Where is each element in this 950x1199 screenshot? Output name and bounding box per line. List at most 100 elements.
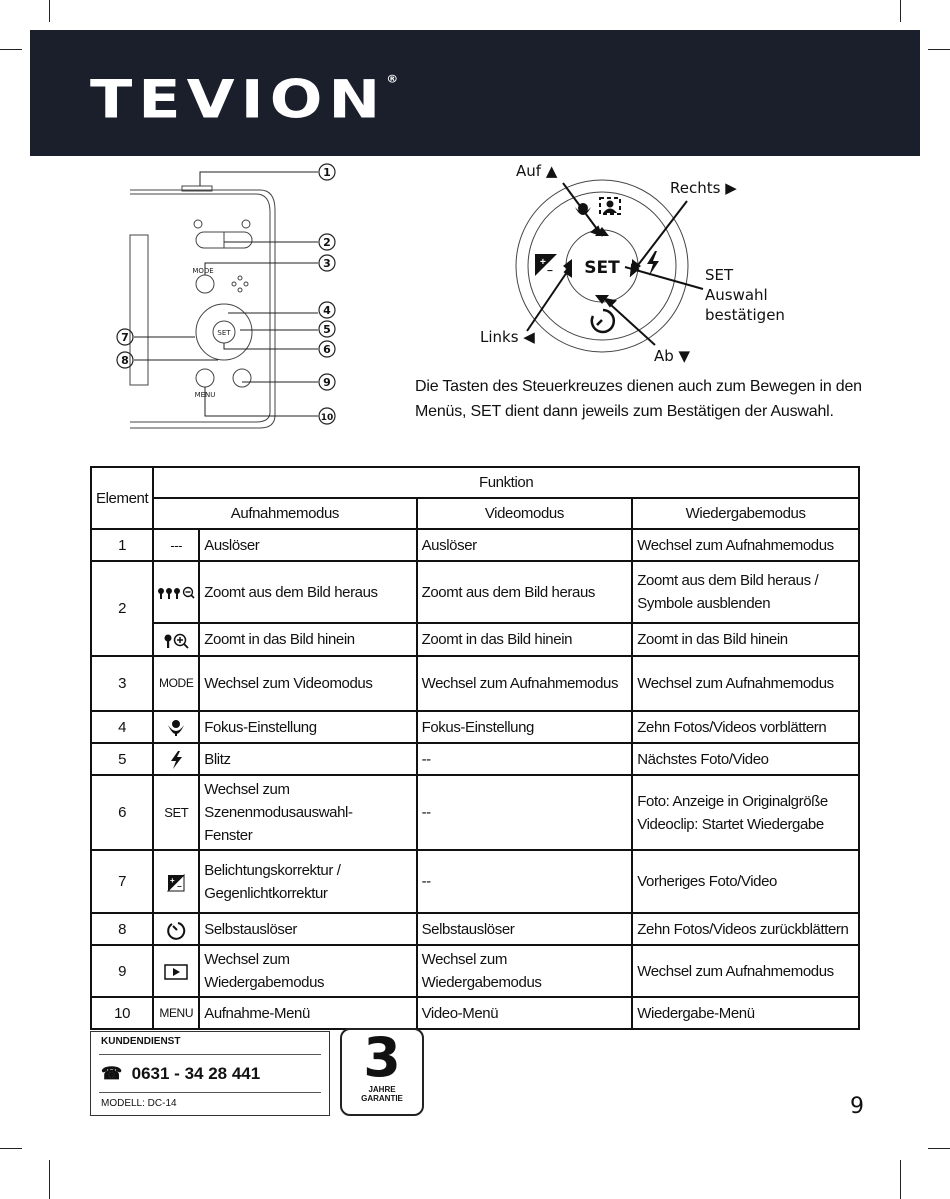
cell-video: Fokus-Einstellung bbox=[415, 710, 634, 744]
cell-aufnahme: Belichtungskorrektur / Gegenlichtkorrekt… bbox=[198, 849, 418, 914]
crop-mark bbox=[900, 1160, 901, 1199]
table-row: 1 --- Auslöser Auslöser Wechsel zum Aufn… bbox=[89, 528, 860, 562]
table-row: 3 MODE Wechsel zum Videomodus Wechsel zu… bbox=[89, 655, 860, 712]
cell-video: Video-Menü bbox=[415, 996, 634, 1030]
dpad-right-label: Rechts ▶ bbox=[670, 179, 737, 197]
cell-wiedergabe: Zehn Fotos/Videos zurückblättern bbox=[631, 912, 860, 946]
phone-number: 0631 - 34 28 441 bbox=[131, 1064, 261, 1083]
callout-10: 10 bbox=[321, 413, 334, 423]
element-number: 3 bbox=[89, 655, 155, 712]
table-row: 5 Blitz -- Nächstes Foto/Video bbox=[89, 742, 860, 776]
brand-logo: TEVION® bbox=[90, 68, 398, 130]
element-symbol bbox=[152, 710, 201, 744]
element-number: 9 bbox=[89, 944, 155, 998]
set-note: SET Auswahl bestätigen bbox=[705, 265, 785, 325]
cell-wiedergabe: Wechsel zum Aufnahmemodus bbox=[631, 655, 860, 712]
page-number: 9 bbox=[850, 1094, 864, 1119]
element-symbol bbox=[152, 944, 201, 998]
set-note-line: Auswahl bbox=[705, 286, 768, 304]
element-number: 7 bbox=[89, 849, 155, 914]
cell-wiedergabe: Nächstes Foto/Video bbox=[631, 742, 860, 776]
crop-mark bbox=[928, 1148, 950, 1149]
exposure-icon: + − bbox=[535, 254, 557, 277]
telephone-icon: ☎ bbox=[101, 1064, 123, 1083]
table-row: 2 Zoomt aus dem Bild heraus Zoomt aus de… bbox=[89, 560, 860, 657]
element-number: 10 bbox=[89, 996, 155, 1030]
header-element: Element bbox=[89, 466, 155, 530]
flash-icon bbox=[647, 251, 659, 276]
zoom-out-icon bbox=[158, 586, 195, 600]
svg-text:−: − bbox=[177, 882, 182, 891]
cell-wiedergabe: Zoomt aus dem Bild heraus / Symbole ausb… bbox=[631, 560, 860, 624]
dpad-up-label: Auf ▲ bbox=[516, 162, 558, 180]
cell-wiedergabe: Wiedergabe-Menü bbox=[631, 996, 860, 1030]
warranty-line: JAHRE bbox=[368, 1085, 396, 1094]
cell-wiedergabe: Wechsel zum Aufnahmemodus bbox=[631, 528, 860, 562]
cell-wiedergabe: Zoomt in das Bild hinein bbox=[631, 622, 860, 657]
cell-wiedergabe: Wechsel zum Aufnahmemodus bbox=[631, 944, 860, 998]
model-number: MODELL: DC-14 bbox=[101, 1098, 177, 1109]
cell-wiedergabe: Vorheriges Foto/Video bbox=[631, 849, 860, 914]
zoom-in-icon bbox=[164, 633, 189, 649]
cell-aufnahme: Aufnahme-Menü bbox=[198, 996, 418, 1030]
camera-set-label: SET bbox=[217, 329, 231, 337]
cell-text: Foto: Anzeige in Originalgröße Videoclip… bbox=[637, 792, 828, 833]
cell-aufnahme: Zoomt in das Bild hinein bbox=[198, 622, 418, 657]
element-symbol bbox=[152, 742, 201, 776]
callout-3: 3 bbox=[323, 257, 331, 270]
camera-mode-label: MODE bbox=[192, 267, 213, 275]
warranty-text: JAHRE GARANTIE bbox=[342, 1085, 422, 1103]
header-funktion: Funktion bbox=[152, 466, 860, 499]
cell-aufnahme: Wechsel zum Szenenmodusauswahl-Fenster bbox=[198, 774, 418, 851]
cell-video: Wechsel zum Wiedergabemodus bbox=[415, 944, 634, 998]
callout-5: 5 bbox=[323, 323, 331, 336]
callout-8: 8 bbox=[121, 354, 129, 367]
table-row: 8 Selbstauslöser Selbstauslöser Zehn Fot… bbox=[89, 912, 860, 946]
dpad-down-label: Ab ▼ bbox=[654, 347, 691, 365]
macro-flower-icon bbox=[168, 720, 185, 737]
svg-text:+: + bbox=[170, 876, 175, 885]
table-row: Zoomt in das Bild hinein Zoomt in das Bi… bbox=[91, 622, 860, 657]
self-timer-icon bbox=[590, 308, 616, 334]
element-symbol: +− bbox=[152, 849, 201, 914]
registered-mark: ® bbox=[386, 73, 399, 85]
callout-9: 9 bbox=[323, 376, 331, 389]
callout-2: 2 bbox=[323, 236, 331, 249]
svg-text:−: − bbox=[547, 266, 553, 277]
element-symbol: MODE bbox=[152, 655, 201, 712]
cell-video: Zoomt aus dem Bild heraus bbox=[415, 560, 634, 624]
crop-mark bbox=[49, 1160, 50, 1199]
cell-wiedergabe: Foto: Anzeige in Originalgröße Videoclip… bbox=[631, 774, 860, 851]
flash-icon bbox=[171, 751, 183, 770]
header-aufnahmemodus: Aufnahmemodus bbox=[152, 497, 418, 530]
cell-video: -- bbox=[415, 774, 634, 851]
dpad-center-label: SET bbox=[584, 258, 620, 278]
dpad-left-label: Links ◀ bbox=[480, 328, 535, 346]
table-row: 7 +− Belichtungskorrektur / Gegenlichtko… bbox=[89, 849, 860, 914]
callout-6: 6 bbox=[323, 343, 331, 356]
playback-icon bbox=[164, 964, 188, 980]
set-note-line: SET bbox=[705, 266, 734, 284]
crop-mark bbox=[49, 0, 50, 22]
customer-service-box: KUNDENDIENST ☎ 0631 - 34 28 441 MODELL: … bbox=[90, 1031, 330, 1116]
cell-video: Auslöser bbox=[415, 528, 634, 562]
element-symbol: --- bbox=[152, 528, 201, 562]
element-symbol bbox=[152, 560, 201, 624]
scene-portrait-icon bbox=[599, 197, 621, 215]
camera-diagram: MODE MENU SET 1 2 3 4 5 6 7 8 9 10 bbox=[116, 163, 336, 429]
svg-text:+: + bbox=[540, 257, 546, 268]
cell-aufnahme: Selbstauslöser bbox=[198, 912, 418, 946]
crop-mark bbox=[928, 49, 950, 50]
cell-wiedergabe: Zehn Fotos/Videos vorblättern bbox=[631, 710, 860, 744]
cell-video: Selbstauslöser bbox=[415, 912, 634, 946]
function-table: Element Funktion Aufnahmemodus Videomodu… bbox=[89, 466, 860, 1030]
cell-text: Wechsel zum Szenenmodusauswahl-Fenster bbox=[204, 781, 353, 844]
header-banner: TEVION® bbox=[30, 30, 920, 156]
exposure-icon: +− bbox=[167, 873, 185, 892]
callout-4: 4 bbox=[323, 304, 331, 317]
dpad-caption: Die Tasten des Steuerkreuzes dienen auch… bbox=[415, 378, 862, 420]
cell-aufnahme: Auslöser bbox=[198, 528, 418, 562]
element-number: 6 bbox=[89, 774, 155, 851]
crop-mark bbox=[0, 1148, 22, 1149]
cell-text: Belichtungskorrektur / Gegenlichtkorrekt… bbox=[204, 861, 341, 902]
